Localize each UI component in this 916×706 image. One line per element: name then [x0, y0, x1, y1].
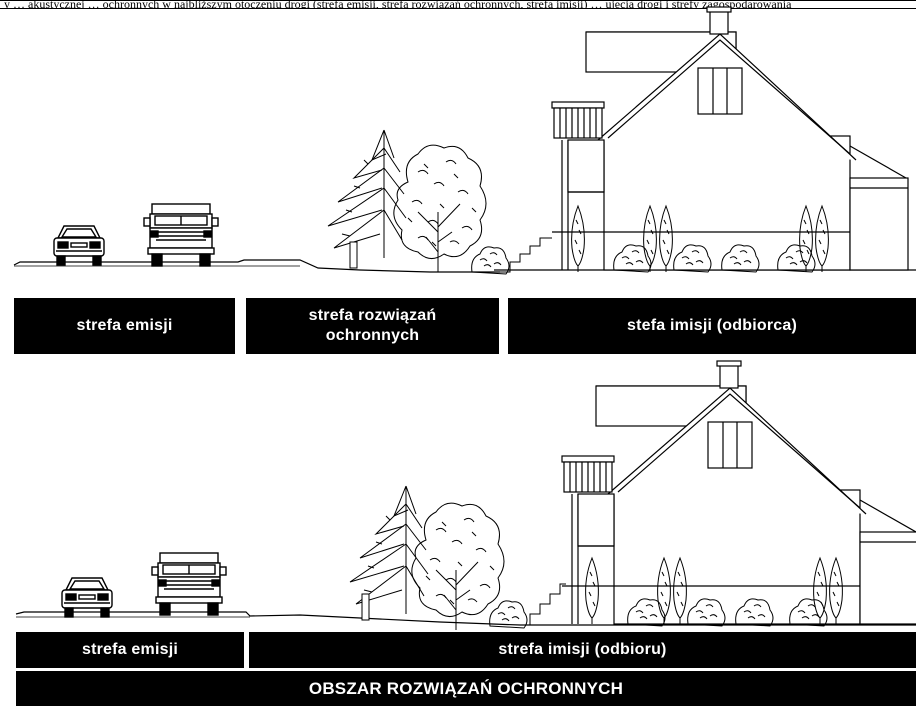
truck-icon: [151, 552, 227, 616]
fence-post-icon: [349, 241, 358, 269]
conifer-tree-icon: [327, 129, 407, 259]
stairs-icon: [520, 583, 566, 626]
label-protection-area-bottom: OBSZAR ROZWIĄZAŃ OCHRONNYCH: [16, 671, 916, 706]
figure-caption: y … akustycznej … ochronnych w najbliższ…: [0, 0, 916, 9]
emission-zone-text: strefa emisji: [76, 317, 173, 334]
cypress-icon: [585, 557, 599, 625]
deciduous-tree-icon: [393, 144, 487, 273]
house-icon: [561, 360, 916, 625]
bottom-scene: [15, 360, 916, 631]
top-scene: [13, 6, 916, 275]
deciduous-tree-icon: [411, 502, 505, 631]
immission-zone-text: stefa imisji (odbiorca): [627, 317, 797, 334]
fence-post-icon: [361, 593, 370, 621]
truck-icon: [143, 203, 219, 267]
protection-zone-text-line1: strefa rozwiązań: [308, 307, 437, 324]
label-emission-zone-top: strefa emisji: [14, 298, 235, 354]
car-icon: [61, 577, 113, 618]
cypress-icon: [571, 205, 585, 273]
car-icon: [53, 225, 105, 266]
protection-area-text: OBSZAR ROZWIĄZAŃ OCHRONNYCH: [308, 678, 624, 698]
protection-zone-text-line2: ochronnych: [325, 327, 420, 344]
label-protection-zone-top: strefa rozwiązań ochronnych: [246, 298, 499, 354]
label-immission-zone-top: stefa imisji (odbiorca): [508, 298, 916, 354]
immission-zone-text: strefa imisji (odbioru): [498, 641, 667, 658]
house-icon: [551, 6, 909, 271]
label-emission-zone-bottom: strefa emisji: [16, 632, 244, 668]
stairs-icon: [500, 237, 552, 273]
label-immission-zone-bottom: strefa imisji (odbioru): [249, 632, 916, 668]
emission-zone-text: strefa emisji: [82, 641, 178, 658]
